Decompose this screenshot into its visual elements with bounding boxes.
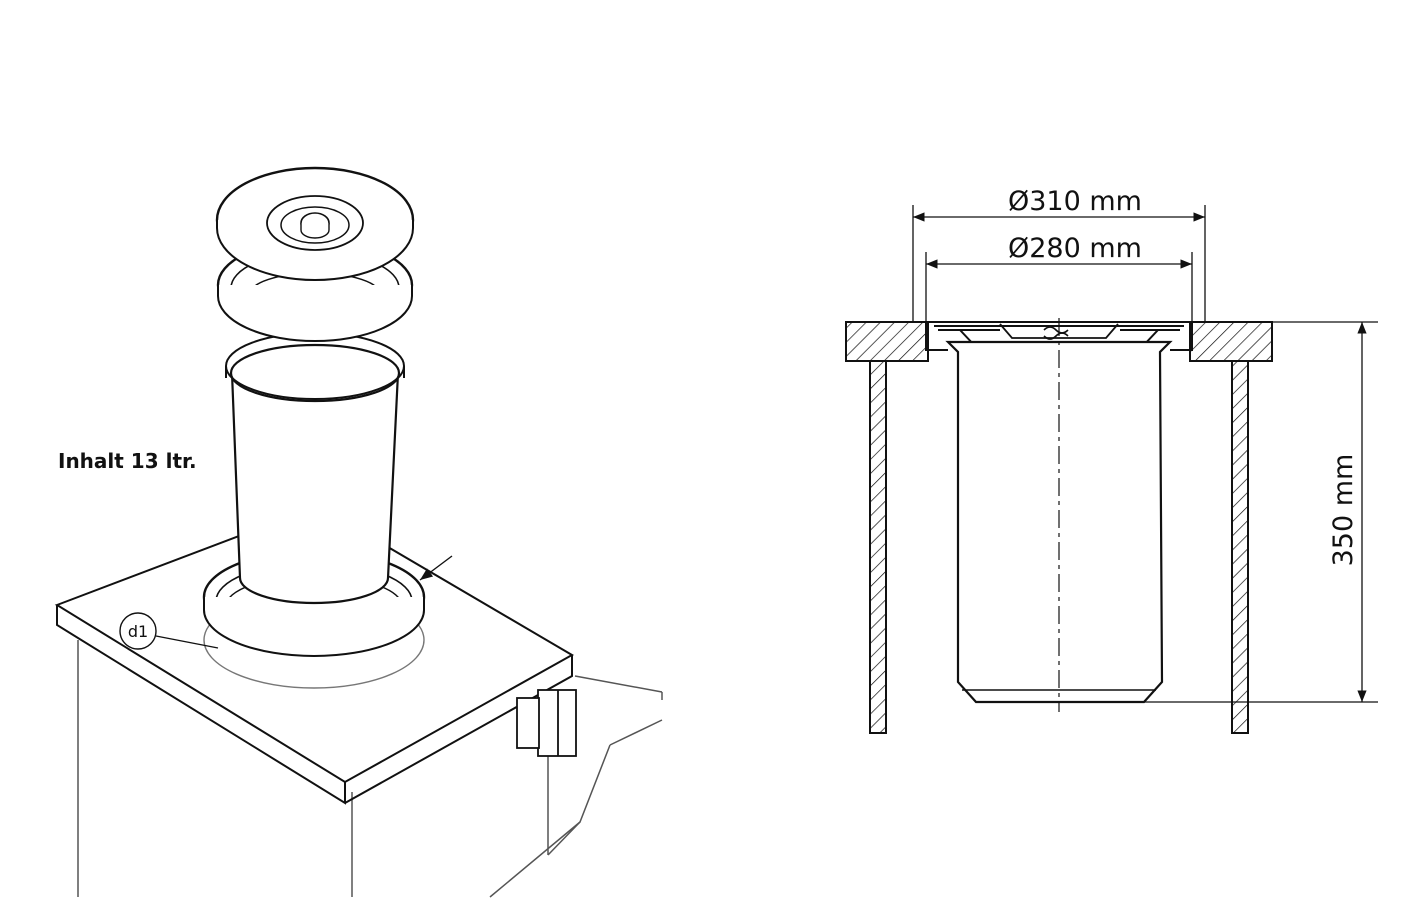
isometric-view [54,166,663,898]
callout-d1 [119,555,453,650]
callout-d1-label: d1 [128,622,148,641]
waste-bin [225,332,405,605]
capacity-note: Inhalt 13 ltr. [58,449,197,473]
cabinet-walls-section [869,360,1249,734]
section-view [845,205,1378,734]
inner-diameter-label: Ø280 mm [1008,233,1142,264]
outer-diameter-label: Ø310 mm [1008,186,1142,217]
height-label: 350 mm [1328,454,1359,567]
height-dimension [1144,321,1378,703]
bin-lid [215,166,415,281]
lid-ring [216,238,414,342]
inner-diameter-dimension [925,252,1193,322]
mounting-bracket [516,689,577,757]
outer-diameter-dimension [912,205,1206,322]
